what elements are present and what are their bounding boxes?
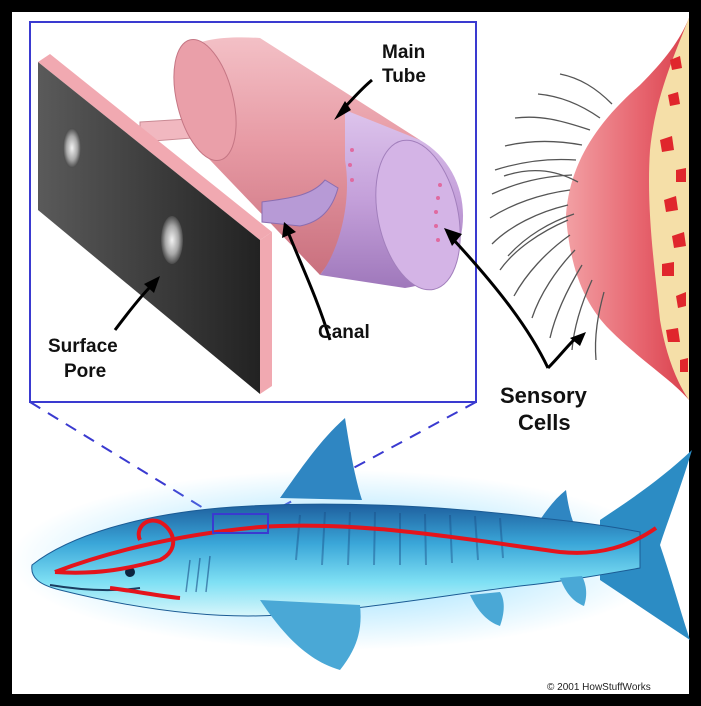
copyright: © 2001 HowStuffWorks — [547, 682, 651, 693]
label-main-tube-2: Tube — [382, 66, 426, 87]
label-main-tube-1: Main — [382, 42, 425, 63]
surface-pore — [63, 128, 81, 168]
label-surface-pore-2: Pore — [64, 361, 106, 382]
label-sensory-cells-2: Cells — [518, 410, 571, 435]
label-canal: Canal — [318, 322, 370, 343]
surface-pore — [161, 216, 183, 264]
label-surface-pore-1: Surface — [48, 336, 118, 357]
label-sensory-cells-1: Sensory — [500, 383, 588, 408]
